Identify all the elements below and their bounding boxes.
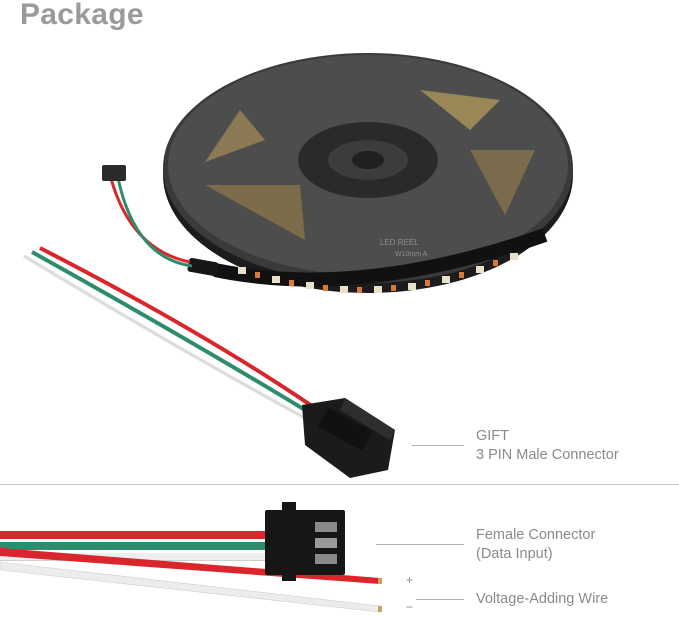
male-connector-leads [22, 246, 317, 420]
voltage-wire-label: Voltage-Adding Wire [476, 591, 609, 607]
reel-sublabel: W10mm A [395, 251, 428, 258]
female-label-line1: Female Connector [476, 527, 596, 543]
gift-label: GIFT 3 PIN Male Connector [476, 427, 619, 465]
plus-sign: + [406, 573, 414, 587]
voltage-leader-line [416, 599, 464, 600]
female-label-line2: (Data Input) [476, 546, 553, 562]
reel-label: LED REEL [380, 238, 419, 247]
led-reel-image: LED REEL W10mm A [163, 53, 573, 293]
section-divider [0, 484, 679, 485]
gift-label-line2: 3 PIN Male Connector [476, 447, 619, 463]
male-connector-image [302, 398, 395, 478]
gift-label-line1: GIFT [476, 428, 510, 444]
gift-leader-line [412, 445, 464, 446]
female-leader-line [376, 544, 464, 545]
small-connector-leads [102, 165, 193, 268]
page-title: Package [20, 0, 144, 31]
female-connector-image [0, 502, 382, 613]
minus-sign: − [406, 600, 414, 614]
female-connector-label: Female Connector (Data Input) [476, 526, 595, 564]
